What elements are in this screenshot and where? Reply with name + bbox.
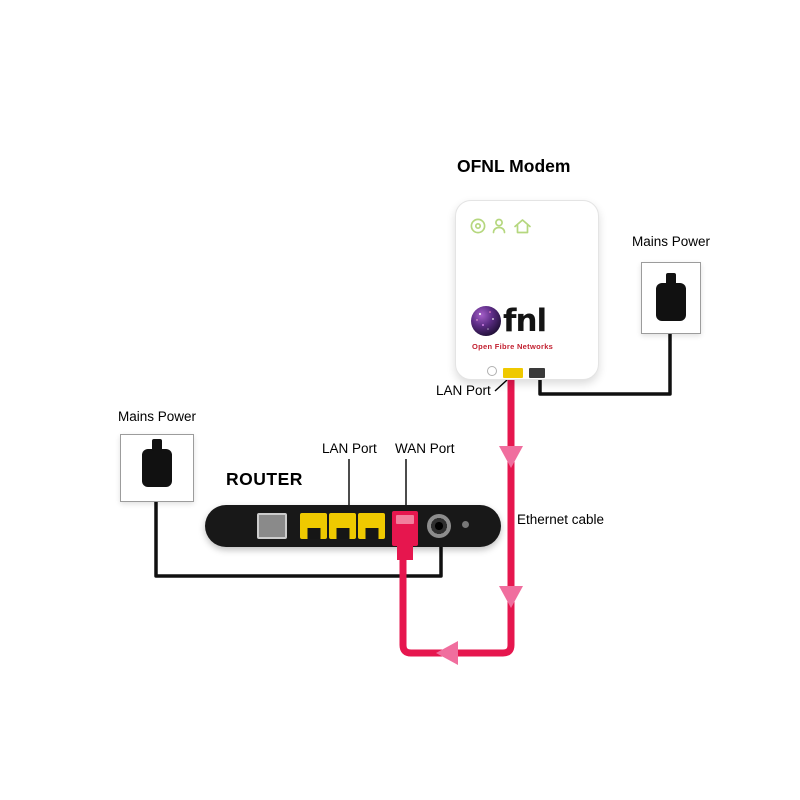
router-reset-button bbox=[462, 521, 469, 528]
port-notch bbox=[307, 528, 320, 539]
ethernet-connector bbox=[392, 511, 418, 560]
arrow-left-icon bbox=[436, 641, 458, 665]
mains-power-label-left: Mains Power bbox=[118, 409, 197, 424]
power-plug-left bbox=[142, 449, 172, 487]
router-grey-port bbox=[257, 513, 287, 539]
modem-title: OFNL Modem bbox=[457, 156, 571, 176]
modem-status-icons bbox=[470, 218, 531, 234]
port-notch bbox=[365, 528, 378, 539]
router-lan-port-label: LAN Port bbox=[322, 441, 377, 456]
arrow-down-icon bbox=[499, 446, 523, 468]
router-lan-port-3 bbox=[358, 513, 385, 539]
power-plug-right bbox=[656, 283, 686, 321]
mains-socket-right bbox=[641, 262, 701, 334]
arrow-down-icon bbox=[499, 586, 523, 608]
router-lan-port-2 bbox=[329, 513, 356, 539]
disc-icon bbox=[470, 218, 486, 234]
port-notch bbox=[336, 528, 349, 539]
ofnl-logo-o-icon bbox=[471, 306, 501, 336]
ofnl-logo: fnl bbox=[470, 302, 547, 339]
person-icon bbox=[492, 218, 506, 234]
router-device bbox=[205, 505, 501, 547]
modem-lan-port bbox=[503, 368, 523, 378]
modem-power-port bbox=[529, 368, 545, 378]
home-icon bbox=[514, 219, 531, 234]
router-lan-port-1 bbox=[300, 513, 327, 539]
mains-socket-left bbox=[120, 434, 194, 502]
router-wan-port-label: WAN Port bbox=[395, 441, 455, 456]
ofnl-logo-text: fnl bbox=[503, 302, 547, 339]
ethernet-cable-label: Ethernet cable bbox=[517, 512, 605, 527]
modem-lan-port-label: LAN Port bbox=[436, 383, 491, 398]
ofnl-modem-device: fnl Open Fibre Networks bbox=[455, 200, 599, 380]
router-dc-power-jack bbox=[427, 514, 451, 538]
ofnl-logo-subtitle: Open Fibre Networks bbox=[472, 342, 554, 351]
mains-power-label-right: Mains Power bbox=[632, 234, 711, 249]
router-title: ROUTER bbox=[226, 469, 303, 489]
modem-lan-pointer-line bbox=[494, 379, 508, 392]
modem-reset-port bbox=[487, 366, 497, 376]
